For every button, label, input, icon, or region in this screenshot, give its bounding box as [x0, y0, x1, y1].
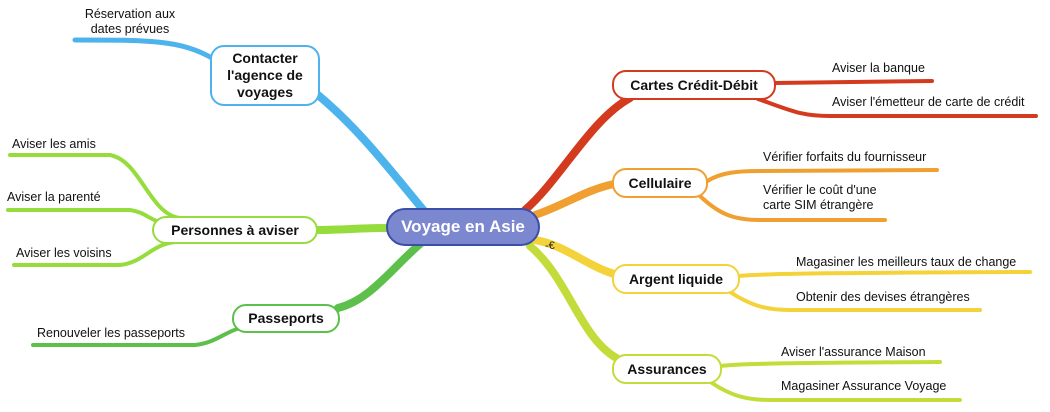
leaf-line	[8, 153, 182, 220]
branch-cellulaire	[531, 180, 618, 219]
leaf-line	[704, 168, 939, 184]
leaf-line	[772, 79, 934, 85]
node-cellulaire[interactable]: Cellulaire	[612, 168, 708, 198]
leaf-parente[interactable]: Aviser la parenté	[7, 190, 101, 204]
node-assurances[interactable]: Assurances	[612, 354, 722, 384]
node-personnes[interactable]: Personnes à aviser	[152, 216, 318, 244]
branch-contacter	[314, 91, 429, 216]
leaf-line	[31, 326, 242, 347]
node-contacter[interactable]: Contacter l'agence de voyages	[210, 45, 320, 106]
branch-argent	[531, 236, 618, 278]
branch-passeports	[334, 240, 424, 312]
leaf-voyage[interactable]: Magasiner Assurance Voyage	[781, 379, 947, 393]
leaf-banque[interactable]: Aviser la banque	[832, 61, 925, 75]
leaf-line	[698, 194, 887, 222]
node-argent[interactable]: Argent liquide	[612, 264, 740, 294]
leaf-line	[736, 270, 1032, 278]
leaf-forfaits[interactable]: Vérifier forfaits du fournisseur	[763, 150, 927, 164]
leaf-amis[interactable]: Aviser les amis	[12, 137, 96, 151]
leaf-devises[interactable]: Obtenir des devises étrangères	[796, 290, 970, 304]
leaf-line	[718, 360, 942, 368]
leaf-emetteur[interactable]: Aviser l'émetteur de carte de crédit	[832, 95, 1025, 109]
node-cartes[interactable]: Cartes Crédit-Débit	[612, 70, 776, 100]
leaf-maison[interactable]: Aviser l'assurance Maison	[781, 345, 926, 359]
leaf-sim[interactable]: Vérifier le coût d'une carte SIM étrangè…	[763, 183, 877, 212]
currency-icon: -€	[545, 240, 555, 252]
leaf-line	[756, 97, 1038, 118]
leaf-line	[728, 290, 982, 312]
leaf-taux[interactable]: Magasiner les meilleurs taux de change	[796, 255, 1017, 269]
leaf-reservation[interactable]: Réservation aux dates prévues	[84, 7, 176, 36]
node-passeports[interactable]: Passeports	[232, 304, 340, 333]
leaf-voisins[interactable]: Aviser les voisins	[16, 246, 112, 260]
leaf-line	[6, 208, 162, 224]
central-topic[interactable]: Voyage en Asie	[386, 208, 540, 246]
leaf-renouveler[interactable]: Renouveler les passeports	[37, 326, 185, 340]
leaf-line	[72, 37, 215, 61]
branch-personnes	[312, 224, 394, 234]
branch-cartes	[521, 94, 634, 214]
branch-assurances	[526, 242, 624, 364]
leaf-line	[710, 381, 962, 402]
